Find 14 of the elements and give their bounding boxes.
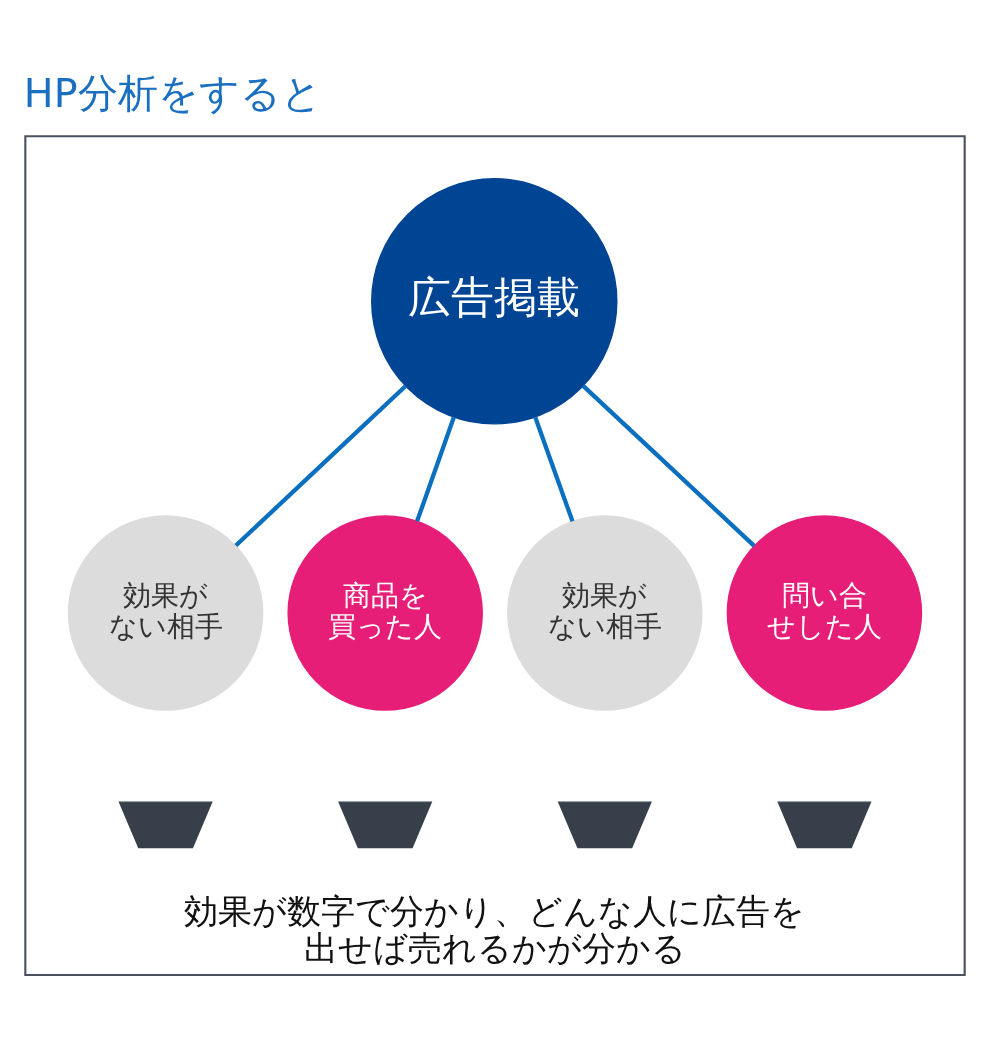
node-circle: 効果がない相手 — [507, 515, 703, 711]
node-circle: 広告掲載 — [371, 178, 618, 425]
node-circle: 商品を買った人 — [287, 515, 483, 711]
connector — [234, 384, 407, 548]
diagram-title: HP分析をすると — [23, 70, 322, 117]
connector — [581, 384, 756, 548]
node-circle: 問い合せした人 — [726, 515, 923, 711]
node-person — [338, 801, 433, 849]
connector — [533, 416, 575, 523]
node-person — [777, 801, 872, 849]
node-person — [118, 801, 213, 849]
connector — [415, 416, 456, 523]
node-circle: 効果がない相手 — [67, 515, 264, 711]
node-person — [557, 801, 652, 849]
